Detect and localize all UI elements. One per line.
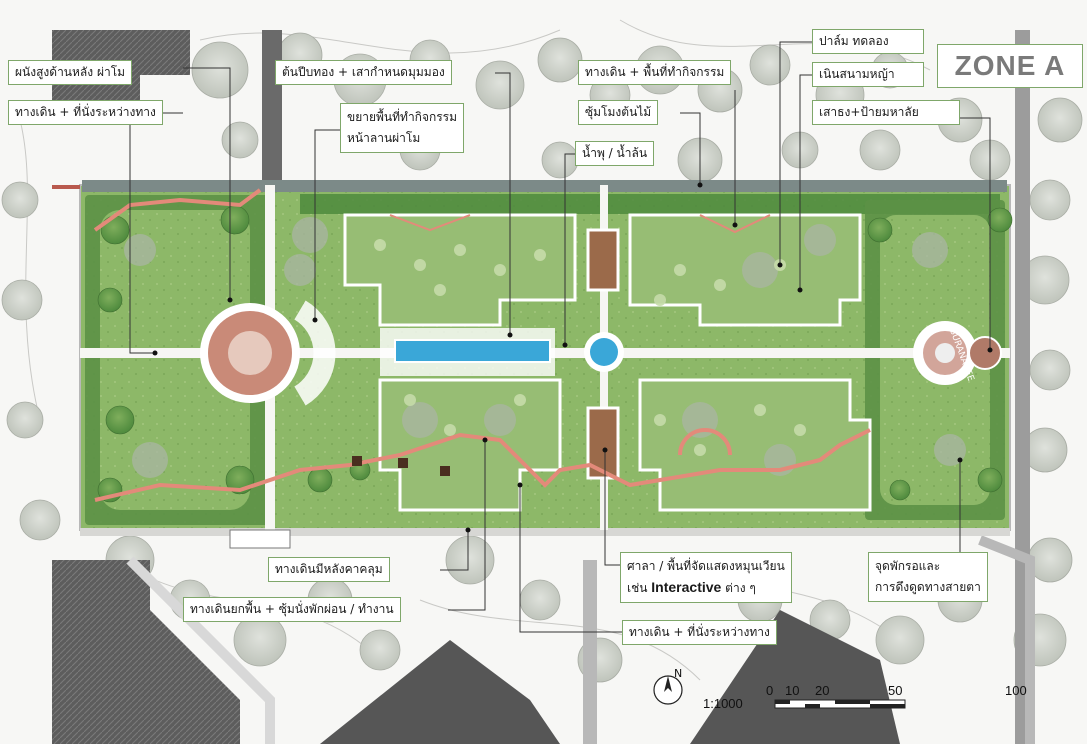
- label-walkway-activity: ทางเดิน + พื้นที่ทำกิจกรรม: [578, 60, 732, 85]
- leader-dots: [152, 182, 993, 533]
- label-walkway-bottom: ทางเดิน + ที่นั่งระหว่างทาง: [622, 620, 777, 645]
- label-walkway-left: ทางเดิน + ที่นั่งระหว่างทาง: [8, 100, 163, 125]
- scale-tick-10: 10: [785, 683, 800, 698]
- scale-tick-20: 20: [815, 683, 830, 698]
- label-pavilion-interactive: Interactive: [651, 579, 722, 595]
- scale-bar: [774, 699, 906, 709]
- label-pavilion-prefix: เช่น: [627, 581, 648, 595]
- label-pavilion-line1: ศาลา / พื้นที่จัดแสดงหมุนเวียน: [627, 559, 785, 573]
- label-flag-pole: เสาธง+ป้ายมหาลัย: [812, 100, 960, 125]
- label-raised-walk: ทางเดินยกพื้น + ซุ้มนั่งพักผ่อน / ทำงาน: [183, 597, 401, 622]
- north-arrow-icon: N: [653, 667, 683, 705]
- label-plaza-expand-line2: หน้าลานผ่าโม: [347, 131, 421, 145]
- label-plaza-expand-line1: ขยายพื้นที่ทำกิจกรรม: [347, 110, 458, 124]
- label-waiting-line1: จุดพักรอและ: [875, 559, 941, 573]
- label-palm: ปาล์ม ทดลอง: [812, 29, 924, 54]
- scale-ratio: 1:1000: [703, 696, 743, 711]
- label-covered-walk: ทางเดินมีหลังคาคลุม: [268, 557, 390, 582]
- label-pavilion-line2: เช่น Interactive ต่าง ๆ: [627, 577, 785, 599]
- label-lawn-mound: เนินสนามหญ้า: [812, 62, 924, 87]
- north-label: N: [674, 667, 682, 680]
- scale-tick-100: 100: [1005, 683, 1027, 698]
- scale-tick-50: 50: [888, 683, 903, 698]
- label-plaza-expand: ขยายพื้นที่ทำกิจกรรม หน้าลานผ่าโม: [340, 103, 465, 153]
- label-tree-arch: ซุ้มโมงต้นไม้: [578, 100, 659, 125]
- scale-tick-0: 0: [766, 683, 774, 698]
- label-fountain: น้ำพุ / น้ำล้น: [575, 141, 655, 166]
- label-waiting-point: จุดพักรอและ การดึงดูดทางสายตา: [868, 552, 988, 602]
- label-golden-tree: ต้นปีบทอง + เสากำหนดมุมมอง: [275, 60, 452, 85]
- label-pavilion-suffix: ต่าง ๆ: [725, 581, 756, 595]
- label-pavilion: ศาลา / พื้นที่จัดแสดงหมุนเวียน เช่น Inte…: [620, 552, 792, 603]
- zone-title: ZONE A: [937, 44, 1083, 88]
- park-zone-a: [52, 180, 1013, 549]
- label-waiting-line2: การดึงดูดทางสายตา: [875, 580, 981, 594]
- label-back-wall: ผนังสูงด้านหลัง ผ่าโม: [8, 60, 133, 85]
